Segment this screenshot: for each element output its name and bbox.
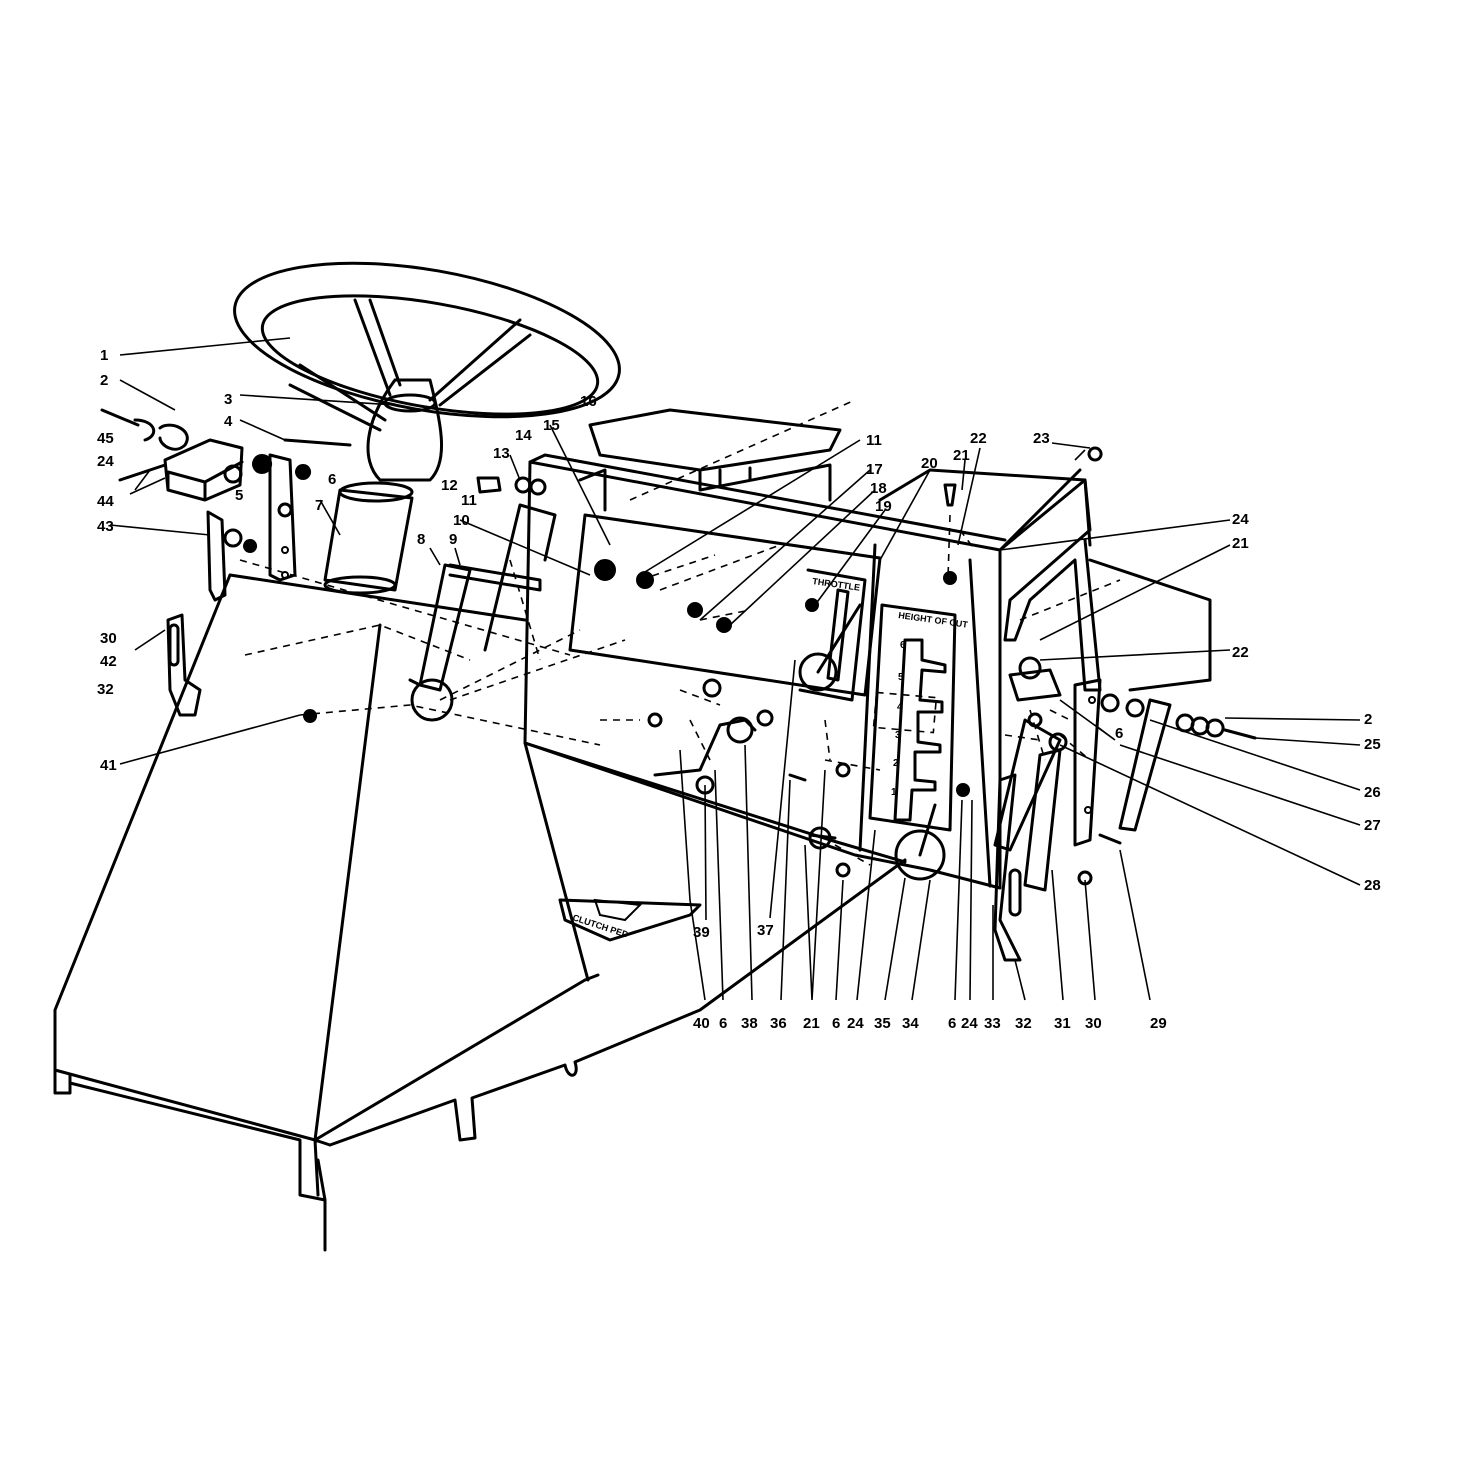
callout-4: 4 [224, 413, 233, 430]
center-controls [408, 446, 1103, 881]
callout-9: 9 [449, 531, 457, 548]
callout-22-right: 22 [1232, 644, 1249, 661]
right-lift-linkage [993, 656, 1257, 962]
callout-40: 40 [693, 1015, 710, 1032]
callout-23: 23 [1033, 430, 1050, 447]
hood-assembly: CLUTCH PED [53, 573, 907, 1252]
callout-43: 43 [97, 518, 114, 535]
callout-2-left: 2 [100, 372, 108, 389]
callout-37: 37 [757, 922, 774, 939]
callout-33: 33 [984, 1015, 1001, 1032]
callout-26: 26 [1364, 784, 1381, 801]
callout-7: 7 [315, 497, 323, 514]
callout-38: 38 [741, 1015, 758, 1032]
callout-39: 39 [693, 924, 710, 941]
callout-13: 13 [493, 445, 510, 462]
callout-19: 19 [875, 498, 892, 515]
height-scale-1: 1 [891, 787, 897, 798]
callout-45: 45 [97, 430, 114, 447]
callout-6-bottom-3: 6 [948, 1015, 956, 1032]
callout-labels: 1 2 45 24 44 3 4 5 6 7 43 30 42 32 41 16… [97, 347, 1381, 1032]
steering-wheel [233, 261, 621, 595]
callout-24-left: 24 [97, 453, 114, 470]
callout-10: 10 [453, 512, 470, 529]
height-scale-3: 3 [895, 730, 901, 741]
callout-30-bottom: 30 [1085, 1015, 1102, 1032]
callout-11-right: 11 [866, 432, 882, 449]
callout-21-bottom: 21 [803, 1015, 820, 1032]
callout-34: 34 [902, 1015, 919, 1032]
callout-29: 29 [1150, 1015, 1167, 1032]
lower-linkage [647, 678, 851, 878]
callout-30-left: 30 [100, 630, 117, 647]
callout-6-right: 6 [1115, 725, 1123, 742]
callout-16: 16 [580, 393, 597, 410]
callout-11-left: 11 [461, 492, 477, 509]
callout-21-right: 21 [1232, 535, 1249, 552]
callout-22-top: 22 [970, 430, 987, 447]
assembly-lines [239, 399, 1091, 866]
callout-44: 44 [97, 493, 114, 510]
callout-1: 1 [100, 347, 108, 364]
callout-24-bottom-1: 24 [847, 1015, 864, 1032]
callout-27: 27 [1364, 817, 1381, 834]
callout-24-bottom-2: 24 [961, 1015, 978, 1032]
callout-15: 15 [543, 417, 560, 434]
callout-18: 18 [870, 480, 887, 497]
callout-35: 35 [874, 1015, 891, 1032]
callout-21-top: 21 [953, 447, 970, 464]
callout-28: 28 [1364, 877, 1381, 894]
callout-2-right: 2 [1364, 711, 1372, 728]
callout-32-bottom: 32 [1015, 1015, 1032, 1032]
height-scale-2: 2 [893, 758, 899, 769]
callout-32-left: 32 [97, 681, 114, 698]
callout-8: 8 [417, 531, 425, 548]
height-of-cut-panel: HEIGHT OF CUT 6 5 4 3 2 1 [868, 603, 969, 832]
callout-14: 14 [515, 427, 532, 444]
callout-24-right: 24 [1232, 511, 1249, 528]
height-scale-4: 4 [897, 702, 903, 713]
height-scale-6: 6 [900, 640, 906, 651]
callout-42: 42 [100, 653, 117, 670]
height-scale-5: 5 [898, 672, 904, 683]
callout-17: 17 [866, 461, 883, 478]
left-brake-linkage [100, 408, 352, 723]
callout-12: 12 [441, 477, 458, 494]
callout-5: 5 [235, 487, 243, 504]
callout-6-bottom-2: 6 [832, 1015, 840, 1032]
callout-6-top-left: 6 [328, 471, 336, 488]
dashboard-panel [523, 408, 1212, 890]
callout-41: 41 [100, 757, 117, 774]
callout-25: 25 [1364, 736, 1381, 753]
callout-6-bottom-1: 6 [719, 1015, 727, 1032]
callout-3: 3 [224, 391, 232, 408]
callout-31: 31 [1054, 1015, 1071, 1032]
callout-36: 36 [770, 1015, 787, 1032]
leader-lines [109, 337, 1361, 1001]
callout-20: 20 [921, 455, 938, 472]
